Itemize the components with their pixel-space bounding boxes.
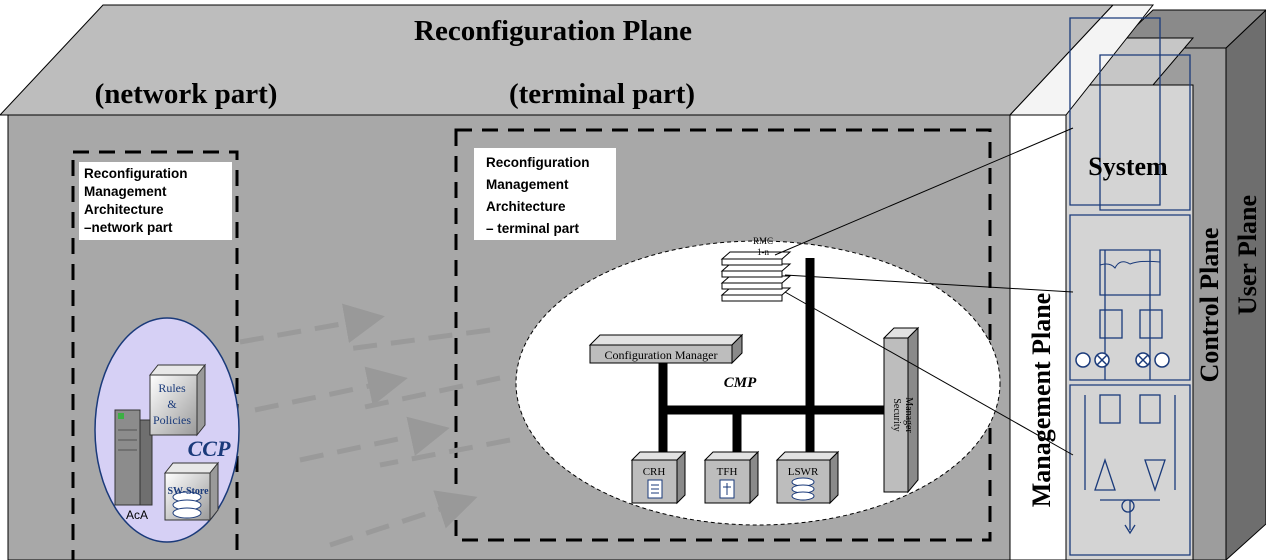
management-plane-front [1009, 114, 1067, 560]
terminal-part-box [454, 128, 992, 542]
network-label-line-3: Architecture [84, 202, 164, 217]
network-label-line-2: Management [84, 184, 167, 199]
network-part-box [71, 150, 239, 560]
terminal-part-heading: (terminal part) [509, 78, 695, 110]
terminal-label: Reconfiguration Management Architecture … [486, 155, 590, 236]
lswr-box [775, 450, 840, 505]
tfh-box [703, 450, 760, 505]
crh-label: CRH [643, 466, 666, 478]
rules-line-2: & [167, 397, 177, 411]
aca-label: AcA [126, 508, 148, 522]
crh-box [630, 450, 687, 505]
user-plane-label: User Plane [1233, 195, 1262, 315]
control-plane-front [1065, 84, 1194, 560]
rules-line-1: Rules [158, 381, 186, 395]
terminal-label-line-1: Reconfiguration [486, 155, 590, 170]
rules-policies-label: Rules & Policies [153, 381, 191, 427]
network-label-line-1: Reconfiguration [84, 166, 188, 181]
security-manager-line-1: Security [891, 398, 902, 431]
network-label-box [79, 162, 232, 240]
configuration-manager-box [588, 333, 744, 365]
network-label: Reconfiguration Management Architecture … [84, 166, 188, 235]
ccp-label: CCP [188, 436, 231, 461]
management-plane-label: Management Plane [1027, 293, 1056, 507]
mixer-icons [1075, 352, 1170, 368]
security-manager-label: Security Manager [891, 397, 914, 433]
tfh-label: TFH [717, 466, 738, 478]
rmc-label: RMC 1-n [753, 236, 773, 257]
rmc-line-2: 1-n [757, 247, 769, 257]
cmp-label: CMP [724, 375, 757, 391]
rmc-line-1: RMC [753, 236, 773, 246]
terminal-label-line-2: Management [486, 177, 569, 192]
plane-title: Reconfiguration Plane [414, 15, 692, 47]
connection-arrows [239, 303, 511, 548]
rules-policies-box [148, 363, 207, 437]
network-part-heading: (network part) [95, 78, 278, 110]
lswr-label: LSWR [788, 466, 819, 478]
cmp-ellipse [515, 240, 1001, 526]
terminal-label-line-3: Architecture [486, 199, 566, 214]
control-plane-label: Control Plane [1195, 228, 1224, 383]
connector-lines [774, 127, 1074, 456]
right-block-blue-outlines [1069, 17, 1191, 556]
terminal-label-line-4: – terminal part [486, 221, 580, 236]
sw-store-label: SW-Store [167, 486, 209, 497]
rules-line-3: Policies [153, 413, 191, 427]
system-label: System [1088, 152, 1168, 181]
rmc-stack [720, 251, 792, 302]
terminal-label-box [474, 148, 616, 240]
network-label-line-4: –network part [84, 220, 173, 235]
security-manager-line-2: Manager [903, 397, 914, 433]
security-manager-box [882, 326, 920, 494]
aca-server-icon [114, 409, 153, 506]
configuration-manager-label: Configuration Manager [605, 348, 718, 362]
sw-store-box [163, 461, 220, 522]
